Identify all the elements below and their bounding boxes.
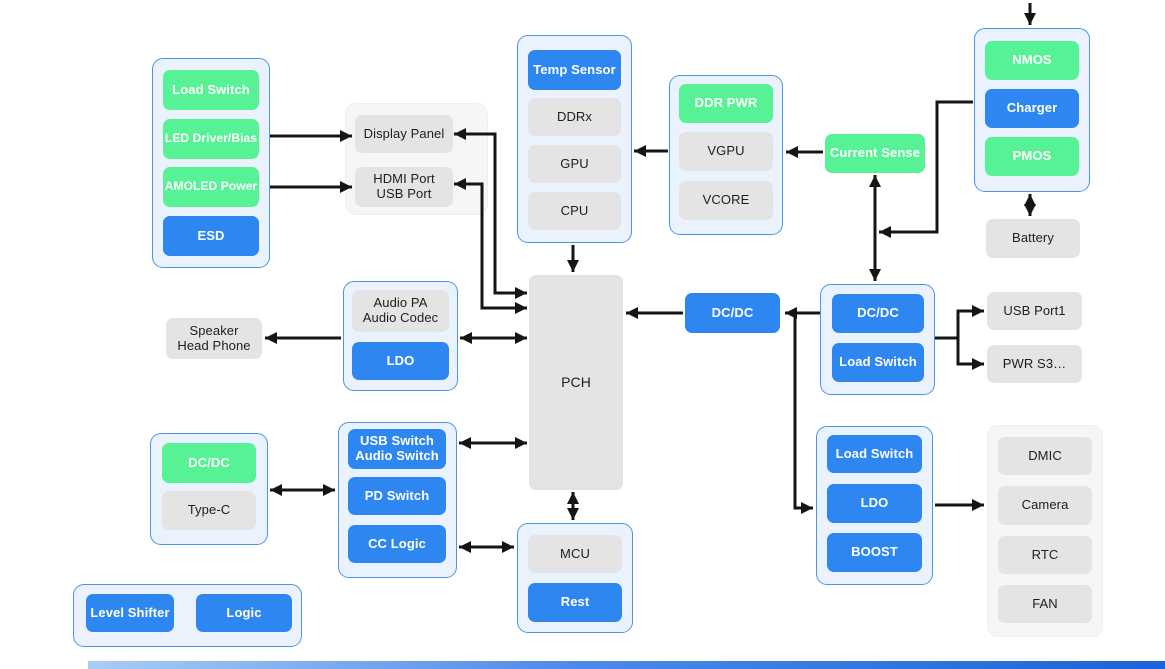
node-dmic: DMIC: [998, 437, 1092, 475]
node-pwr-s3: PWR S3…: [987, 345, 1082, 383]
node-usb-audio-switch: USB Switch Audio Switch: [348, 429, 446, 469]
node-pch: PCH: [529, 275, 623, 490]
node-hdmi-usb-port: HDMI Port USB Port: [355, 167, 453, 207]
node-aux-ldo: LDO: [827, 484, 922, 523]
node-mcu: MCU: [528, 535, 622, 573]
node-aux-load-switch: Load Switch: [827, 435, 922, 473]
node-cpu: CPU: [528, 192, 621, 230]
node-rest: Rest: [528, 583, 622, 622]
node-rtc: RTC: [998, 536, 1092, 574]
node-boost: BOOST: [827, 533, 922, 572]
node-sys-load-switch: Load Switch: [832, 343, 924, 382]
node-temp-sensor: Temp Sensor: [528, 50, 621, 90]
node-charger: Charger: [985, 89, 1079, 128]
node-vgpu: VGPU: [679, 132, 773, 171]
node-display-panel: Display Panel: [355, 115, 453, 153]
node-current-sense: Current Sense: [825, 134, 925, 173]
node-logic: Logic: [196, 594, 292, 632]
node-load-switch: Load Switch: [163, 70, 259, 110]
node-battery: Battery: [986, 219, 1080, 258]
node-sys-dcdc: DC/DC: [832, 294, 924, 333]
node-vcore: VCORE: [679, 181, 773, 220]
node-fan: FAN: [998, 585, 1092, 623]
node-audio-ldo: LDO: [352, 342, 449, 380]
node-camera: Camera: [998, 486, 1092, 525]
node-typec-dcdc: DC/DC: [162, 443, 256, 483]
node-cc-logic: CC Logic: [348, 525, 446, 563]
node-pd-switch: PD Switch: [348, 477, 446, 515]
node-esd: ESD: [163, 216, 259, 256]
node-led-driver-bias: LED Driver/Bias: [163, 119, 259, 159]
node-gpu: GPU: [528, 145, 621, 183]
node-ddr-pwr: DDR PWR: [679, 84, 773, 123]
node-dcdc-main: DC/DC: [685, 293, 780, 333]
node-pmos: PMOS: [985, 137, 1079, 176]
node-ddrx: DDRx: [528, 98, 621, 136]
node-level-shifter: Level Shifter: [86, 594, 174, 632]
node-amoled-power: AMOLED Power: [163, 167, 259, 207]
node-typec: Type-C: [162, 491, 256, 530]
bottom-banner: [88, 661, 1165, 669]
node-usb-port1: USB Port1: [987, 292, 1082, 330]
node-speaker-headphone: Speaker Head Phone: [166, 318, 262, 359]
node-audio-pa-codec: Audio PA Audio Codec: [352, 290, 449, 332]
node-nmos: NMOS: [985, 41, 1079, 80]
